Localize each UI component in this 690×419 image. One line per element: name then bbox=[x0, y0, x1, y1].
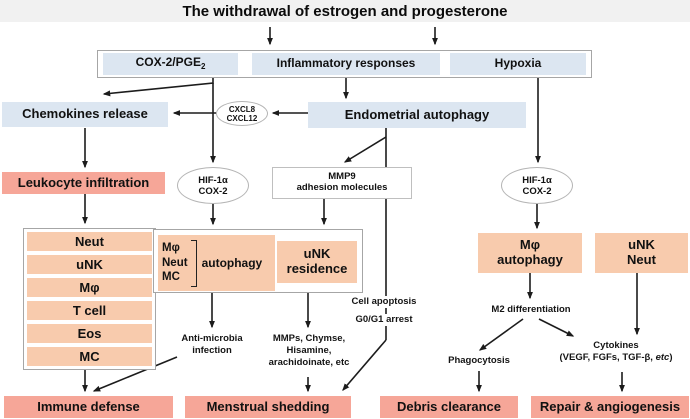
group-bracket bbox=[190, 239, 197, 287]
group-cell-mphi: Mφ bbox=[162, 242, 180, 255]
label-cell-apoptosis: Cell apoptosis bbox=[349, 296, 419, 308]
outcome-debris-clearance: Debris clearance bbox=[380, 396, 518, 418]
cox2-label: COX-2/PGE2 bbox=[135, 55, 206, 72]
diagram-title-bar: The withdrawal of estrogen and progester… bbox=[0, 0, 690, 22]
node-hif-oval-left: HIF-1α COX-2 bbox=[177, 167, 249, 204]
arrow-cox2-to-chemokines bbox=[102, 78, 214, 97]
node-mphi-neut-mc-autophagy: Mφ Neut MC autophagy bbox=[158, 235, 275, 291]
arrow-m2-to-phagocytosis bbox=[478, 318, 524, 351]
label-phagocytosis: Phagocytosis bbox=[448, 355, 510, 366]
node-leukocyte-infiltration: Leukocyte infiltration bbox=[2, 172, 165, 194]
mphi-autophagy-line1: Mφ bbox=[519, 237, 541, 253]
node-inflammatory-responses: Inflammatory responses bbox=[252, 53, 440, 75]
node-unk-neut: uNK Neut bbox=[595, 233, 688, 273]
arrow-endometrial-to-mmp9 bbox=[343, 136, 387, 163]
cell-eos: Eos bbox=[27, 324, 152, 343]
node-unk-residence: uNK residence bbox=[277, 241, 357, 283]
hif-left-line1: HIF-1α bbox=[198, 174, 228, 186]
mphi-autophagy-line2: autophagy bbox=[497, 252, 563, 267]
arrow-apoptosis-to-menstrual bbox=[342, 339, 387, 391]
cell-mc: MC bbox=[27, 347, 152, 366]
hif-right-line1: HIF-1α bbox=[522, 174, 552, 186]
cell-tcell: T cell bbox=[27, 301, 152, 320]
cell-unk: uNK bbox=[27, 255, 152, 274]
cell-mphi: Mφ bbox=[27, 278, 152, 297]
arrow-m2-to-cytokines bbox=[538, 318, 575, 337]
cxcl8-label: CXCL8 bbox=[228, 104, 256, 114]
arrow-antimicrobia-to-immune bbox=[92, 356, 178, 392]
label-cytokines: Cytokines (VEGF, FGFs, TGF-β, etc) bbox=[559, 340, 673, 363]
group-cell-neut: Neut bbox=[162, 256, 188, 269]
cxcl12-label: CXCL12 bbox=[226, 113, 258, 123]
node-chemokines-release: Chemokines release bbox=[2, 102, 168, 127]
node-endometrial-autophagy: Endometrial autophagy bbox=[308, 102, 526, 128]
hif-right-line2: COX-2 bbox=[522, 185, 552, 197]
node-mphi-autophagy: Mφ autophagy bbox=[478, 233, 582, 273]
autophagy-cell-names: Mφ Neut MC bbox=[162, 241, 188, 285]
outcome-immune-defense: Immune defense bbox=[4, 396, 173, 418]
outcome-repair-angiogenesis: Repair & angiogenesis bbox=[531, 396, 689, 418]
outcome-menstrual-shedding: Menstrual shedding bbox=[185, 396, 351, 418]
hif-left-line2: COX-2 bbox=[198, 185, 228, 197]
unk-residence-line2: residence bbox=[286, 261, 348, 276]
label-mediators: MMPs, Chymse, Hisamine, arachidoinate, e… bbox=[268, 333, 350, 368]
cell-neut: Neut bbox=[27, 232, 152, 251]
label-anti-microbia: Anti-microbia infection bbox=[181, 333, 243, 356]
label-g0g1-arrest: G0/G1 arrest bbox=[353, 314, 415, 326]
diagram-title: The withdrawal of estrogen and progester… bbox=[182, 2, 508, 20]
mmp9-line2: adhesion molecules bbox=[296, 182, 388, 193]
unk-neut-line2: Neut bbox=[627, 252, 656, 267]
node-hypoxia: Hypoxia bbox=[450, 53, 586, 75]
unk-neut-line1: uNK bbox=[628, 237, 655, 253]
group-autophagy-label: autophagy bbox=[201, 256, 263, 270]
label-m2-differentiation: M2 differentiation bbox=[491, 304, 571, 315]
node-cox2-pge2: COX-2/PGE2 bbox=[103, 53, 238, 75]
unk-residence-line1: uNK bbox=[303, 246, 331, 262]
immune-cell-stack: Neut uNK Mφ T cell Eos MC bbox=[23, 228, 156, 370]
group-cell-mc: MC bbox=[162, 271, 180, 284]
node-mmp9-adhesion: MMP9 adhesion molecules bbox=[272, 167, 412, 199]
node-hif-oval-right: HIF-1α COX-2 bbox=[501, 167, 573, 204]
mmp9-line1: MMP9 bbox=[328, 171, 356, 183]
node-cxcl-oval: CXCL8 CXCL12 bbox=[216, 101, 268, 126]
